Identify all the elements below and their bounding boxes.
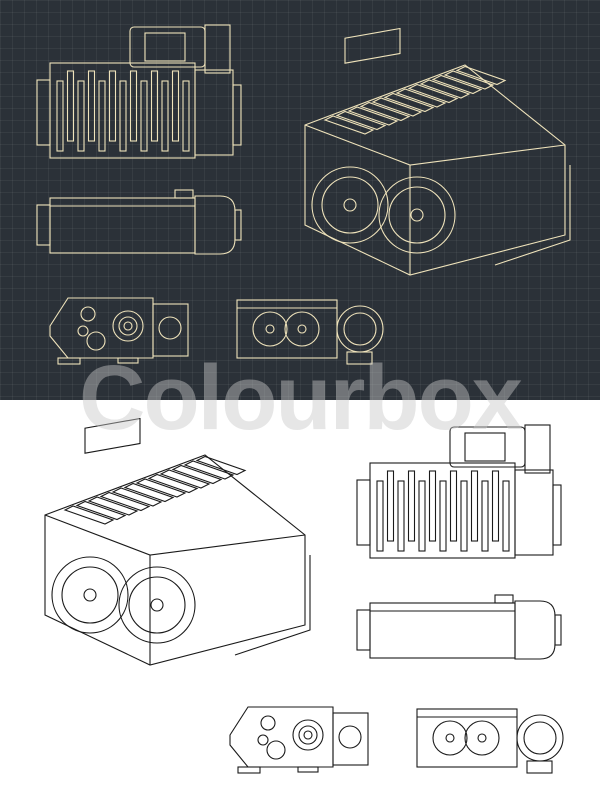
side-view-light [356,594,562,660]
side-view-dark [36,189,242,255]
isometric-view-dark [304,27,571,276]
watermark: Colourbox [79,347,523,449]
isometric-view-light [44,417,311,666]
top-view-dark [36,24,242,159]
end-view-b-light [416,708,564,774]
end-view-a-light [229,706,369,774]
